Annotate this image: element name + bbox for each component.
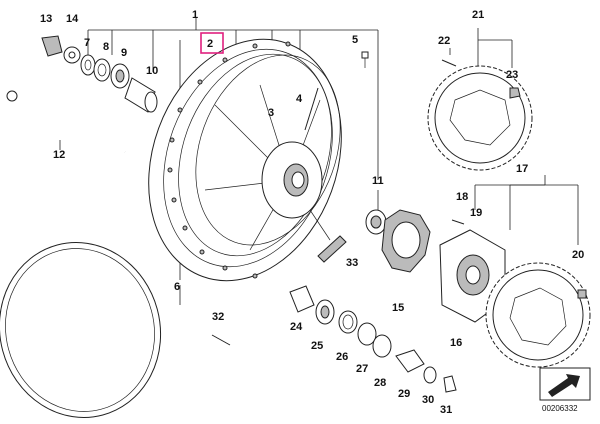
callout-26: 26 — [336, 351, 348, 363]
callout-1: 1 — [192, 9, 198, 21]
callout-21: 21 — [472, 9, 484, 21]
callout-16: 16 — [450, 337, 462, 349]
callout-20: 20 — [572, 249, 584, 261]
callout-7: 7 — [84, 37, 90, 49]
callout-33: 33 — [346, 257, 358, 269]
spacer-parts — [289, 285, 457, 393]
axle — [6, 90, 126, 154]
callout-17: 17 — [516, 163, 528, 175]
callout-18: 18 — [456, 191, 468, 203]
sprocket-bottom — [485, 262, 591, 368]
callout-4: 4 — [296, 93, 303, 105]
callout-19: 19 — [470, 207, 482, 219]
callout-29: 29 — [398, 388, 410, 400]
callout-12: 12 — [53, 149, 65, 161]
callout-14: 14 — [66, 13, 79, 25]
bolts — [211, 59, 587, 346]
callout-25: 25 — [311, 340, 323, 352]
callout-2-highlight — [200, 32, 224, 54]
callout-27: 27 — [356, 363, 368, 375]
callout-11: 11 — [372, 175, 384, 187]
callout-3: 3 — [268, 107, 274, 119]
callout-23: 23 — [506, 69, 518, 81]
callout-5: 5 — [352, 34, 358, 46]
callout-6: 6 — [174, 281, 180, 293]
callout-2: 2 — [207, 38, 213, 50]
valve-and-weights — [304, 51, 369, 131]
callout-8: 8 — [103, 41, 109, 53]
drive-belt — [0, 242, 162, 418]
callout-15: 15 — [392, 302, 404, 314]
diagram-code: 00206332 — [542, 404, 578, 413]
callout-28: 28 — [374, 377, 386, 389]
callout-24: 24 — [290, 321, 303, 333]
hub-small-parts — [41, 35, 158, 113]
callout-9: 9 — [121, 47, 127, 59]
callout-30: 30 — [422, 394, 434, 406]
arrow-right-icon[interactable] — [539, 367, 591, 401]
bearing-parts — [317, 209, 387, 263]
rim-holes — [167, 41, 291, 279]
callout-13: 13 — [40, 13, 52, 25]
callout-labels: 1 2 3 4 5 6 7 8 9 10 11 12 13 14 15 16 1… — [40, 9, 584, 416]
callout-22: 22 — [438, 35, 450, 47]
callout-10: 10 — [146, 65, 158, 77]
sprocket-top — [427, 65, 533, 171]
rear-wheel — [148, 38, 342, 282]
callout-31: 31 — [440, 404, 452, 416]
callout-32: 32 — [212, 311, 224, 323]
